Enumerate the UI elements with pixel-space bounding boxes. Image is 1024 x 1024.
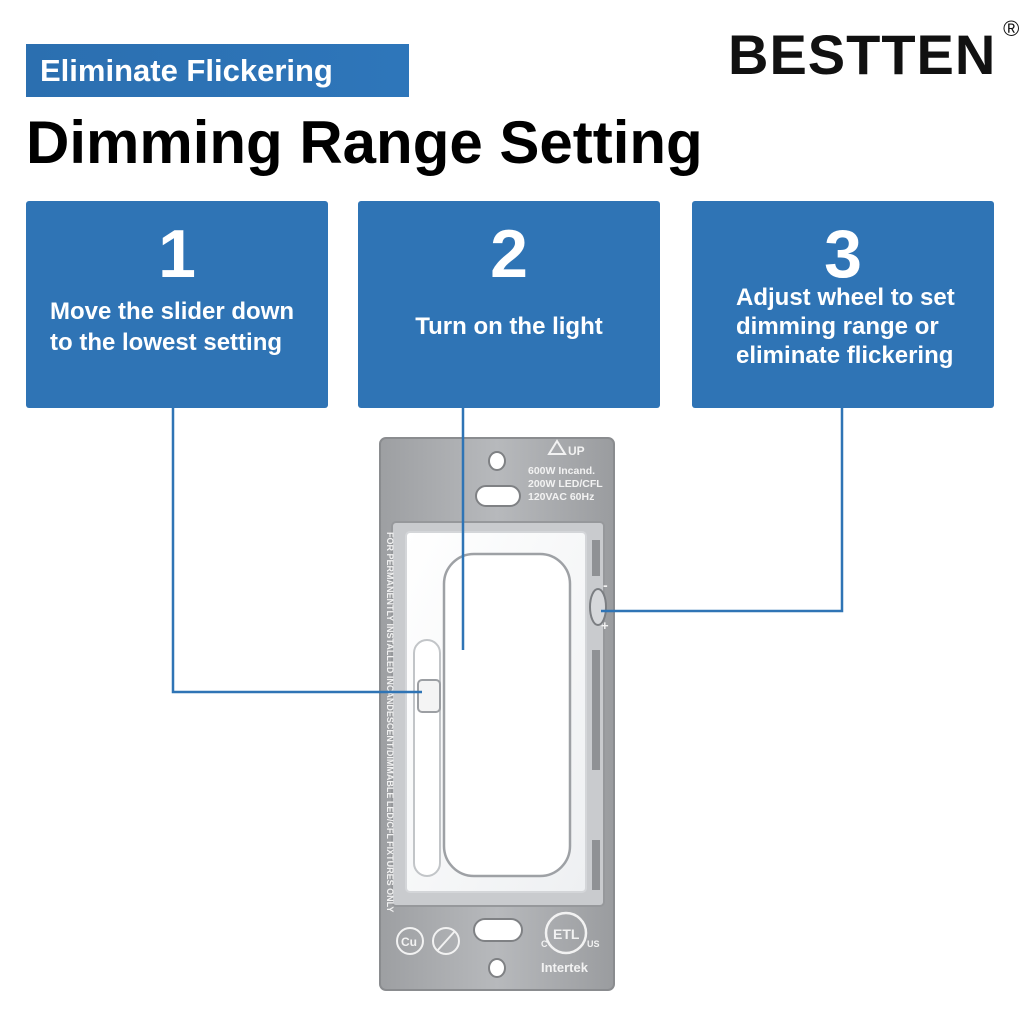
rating-line-1: 600W Incand. [528,465,595,477]
rating-line-3: 120VAC 60Hz [528,491,594,503]
plate-side-slot-2 [592,650,600,770]
screw-slot-bottom [473,918,523,942]
step-text: Turn on the light [415,313,603,340]
feature-tag: Eliminate Flickering [26,44,409,97]
plate-side-slot-3 [592,840,600,890]
wheel-minus-label: - [603,577,608,593]
mounting-hole-bottom [488,958,506,978]
step-card-2: 2 Turn on the light [358,201,660,408]
mounting-hole-top [488,451,506,471]
al-prohibited-icon [432,927,460,955]
side-warning-text: FOR PERMANENTLY INSTALLED INCANDESCENT/D… [385,532,395,912]
dimmer-slider-knob[interactable] [417,679,441,713]
etl-mark-text: ETL [553,926,580,942]
up-arrow-icon [547,439,567,455]
plate-side-slot-1 [592,540,600,576]
brand-name: BESTTEN [728,23,997,86]
up-label: UP [568,444,585,458]
brand-logo: BESTTEN ® [728,16,1019,87]
step-card-1: 1 Move the slider down to the lowest set… [26,201,328,408]
step-number: 1 [158,216,196,292]
dimmer-slider-track [413,639,441,877]
step-number: 3 [824,216,862,292]
page-title: Dimming Range Setting [26,109,703,176]
intertek-label: Intertek [541,960,589,975]
callout-line-1 [171,408,422,694]
etl-c-text: C [541,939,548,949]
rocker-paddle[interactable] [442,552,572,878]
cu-mark-icon [396,927,424,955]
step-number: 2 [490,216,528,292]
step-card-3: 3 Adjust wheel to set dimming range or e… [692,201,994,408]
cu-mark-text: Cu [401,935,417,949]
etl-mark-icon [544,911,588,955]
screw-slot-top [475,485,521,507]
wheel-plus-label: + [601,618,609,633]
step-text: Adjust wheel to set dimming range or eli… [736,284,955,369]
callout-line-3 [601,408,844,613]
registered-mark: ® [1003,16,1021,41]
trim-adjust-wheel[interactable] [589,588,607,626]
rating-line-2: 200W LED/CFL [528,478,603,490]
step-text: Move the slider down to the lowest setti… [50,298,295,356]
etl-us-text: US [587,939,600,949]
prohibited-slash-icon [436,930,456,952]
